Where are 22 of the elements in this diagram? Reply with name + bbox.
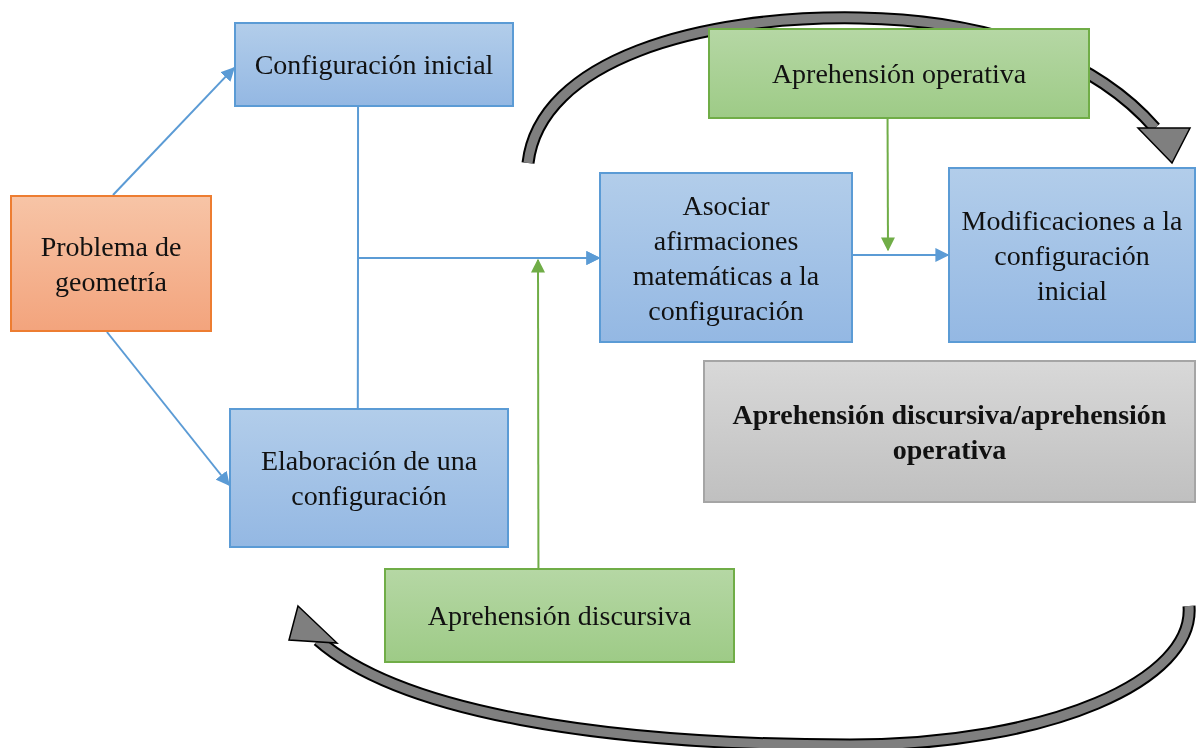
box-label: Elaboración de una configuración [259, 444, 479, 513]
process-box [229, 408, 509, 548]
process-box [234, 22, 514, 107]
box-label: Aprehensión discursiva [427, 599, 692, 633]
process-box [703, 360, 1196, 503]
process-box [599, 172, 853, 343]
arrow [852, 248, 950, 262]
process-box [384, 568, 735, 663]
box-label: Modificaciones a la configuración inicial [960, 203, 1184, 308]
process-box [708, 28, 1090, 119]
arrow [531, 258, 545, 569]
process-box [10, 195, 212, 332]
arrow [356, 251, 601, 409]
box-label: Aprehensión operativa [771, 57, 1027, 91]
box-label: Problema de geometría [39, 229, 183, 299]
box-label: Asociar afirmaciones matemáticas a la configuración [631, 188, 821, 328]
process-box [948, 167, 1196, 343]
arrow [105, 331, 230, 487]
box-label: Configuración inicial [254, 48, 494, 82]
arrow [112, 66, 235, 196]
box-label: Aprehensión discursiva/aprehensión operativa [731, 397, 1168, 467]
arrow [880, 118, 895, 252]
